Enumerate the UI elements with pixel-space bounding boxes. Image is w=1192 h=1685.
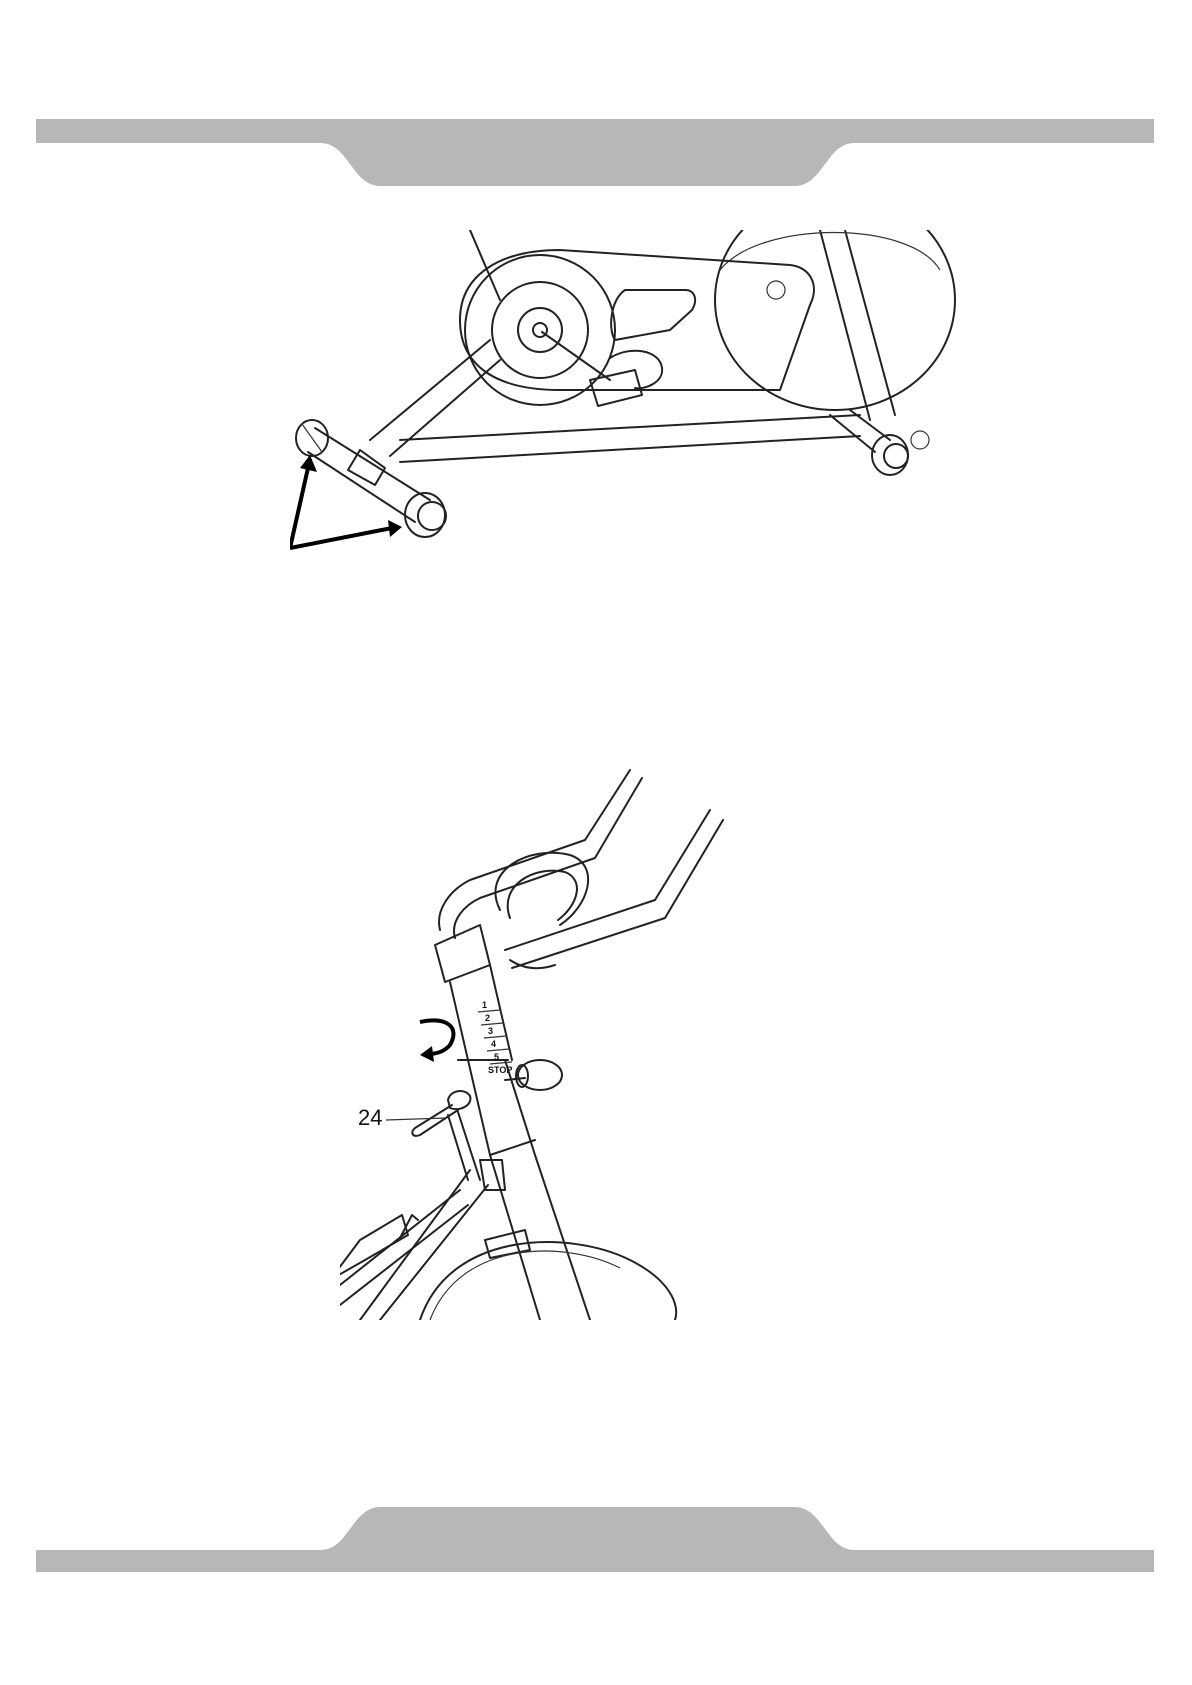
handlebar-icon — [439, 770, 723, 968]
height-scale-label-1: 1 — [482, 1000, 487, 1010]
front-stabilizer-icon — [308, 428, 430, 522]
stabilizer-assembly-figure — [290, 230, 1010, 610]
front-stabilizer-end-cap-icon — [296, 420, 446, 537]
height-scale-label-stop: STOP — [488, 1065, 512, 1075]
footer-band — [0, 1502, 1192, 1572]
height-scale-label-2: 2 — [485, 1013, 490, 1023]
rotate-arrow-icon — [420, 1020, 453, 1062]
pedal-icon — [542, 332, 662, 406]
header-band — [0, 110, 1192, 190]
footer-band-shape — [36, 1507, 1154, 1572]
header-band-shape — [36, 119, 1154, 186]
height-scale-label-4: 4 — [491, 1039, 496, 1049]
handlebar-post-icon — [435, 925, 590, 1320]
wheel-icon — [420, 1242, 676, 1320]
handlebar-adjustment-figure: 1 2 3 4 5 STOP 24 — [340, 760, 800, 1320]
height-scale-label-3: 3 — [488, 1026, 493, 1036]
rear-stabilizer-end-cap-icon — [830, 410, 929, 475]
part-callout-leader — [386, 1118, 446, 1120]
frame-lines — [360, 1160, 530, 1320]
part-number-label: 24 — [358, 1105, 382, 1130]
height-scale-label-5: 5 — [494, 1052, 499, 1062]
chain-cover-icon — [460, 250, 814, 405]
quick-release-lever-icon — [412, 1091, 480, 1180]
frame-lines — [370, 230, 895, 462]
flywheel-icon — [715, 230, 955, 410]
